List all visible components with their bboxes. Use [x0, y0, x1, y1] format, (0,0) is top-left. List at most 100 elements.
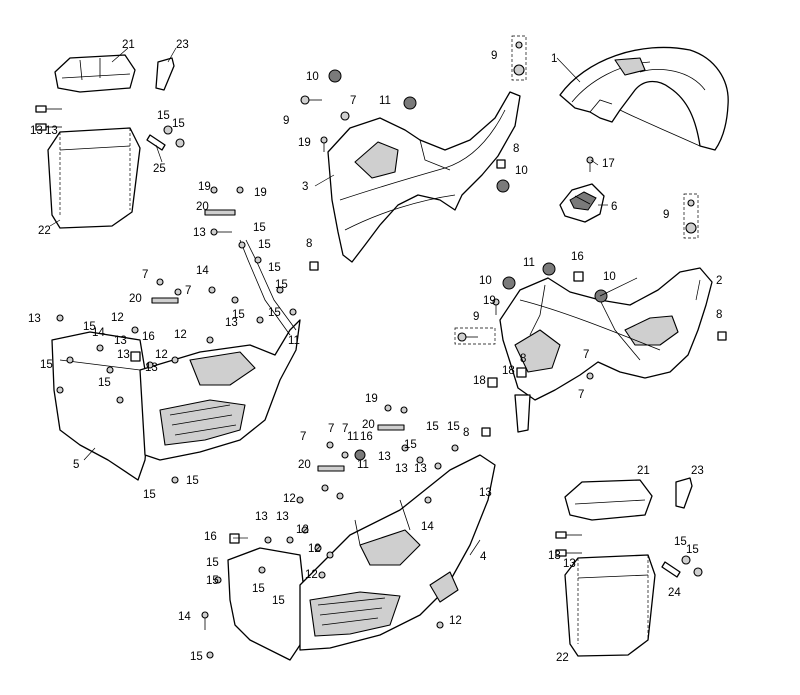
callout-16: 16 [142, 331, 155, 343]
callout-12: 12 [305, 569, 318, 581]
callout-15: 15 [206, 557, 219, 569]
callout-13: 13 [479, 487, 492, 499]
callout-7: 7 [300, 431, 306, 443]
callout-15: 15 [253, 222, 266, 234]
callout-19: 19 [254, 187, 267, 199]
callout-10: 10 [479, 275, 492, 287]
callout-11: 11 [288, 335, 300, 347]
callout-23: 23 [691, 465, 704, 477]
callout-12: 12 [155, 349, 168, 361]
callout-6: 6 [611, 201, 617, 213]
callout-21: 21 [122, 39, 135, 51]
right-footboard-part-4 [227, 454, 496, 661]
callout-9: 9 [663, 209, 669, 221]
callout-15: 15 [674, 536, 687, 548]
callout-14: 14 [196, 265, 209, 277]
callout-13: 13 [378, 451, 391, 463]
callout-15: 15 [686, 544, 699, 556]
callout-19: 19 [365, 393, 378, 405]
callout-4: 4 [480, 551, 487, 563]
callout-11: 11 [523, 257, 535, 269]
storage-box-bottom-right [564, 477, 693, 657]
callout-11: 11 [379, 95, 391, 107]
fasteners [35, 35, 727, 659]
callout-8: 8 [463, 427, 469, 439]
callout-labels: 1 2 3 4 5 6 7 7 7 7 7 7 7 7 8 8 8 8 8 9 … [28, 39, 722, 664]
callout-15: 15 [157, 110, 170, 122]
storage-box-top-left [47, 54, 175, 229]
callout-10: 10 [603, 271, 616, 283]
callout-13: 13 [276, 511, 289, 523]
callout-13: 13 [114, 335, 127, 347]
callout-15: 15 [258, 239, 271, 251]
callout-13: 13 [255, 511, 268, 523]
callout-16: 16 [360, 431, 373, 443]
callout-20: 20 [362, 419, 375, 431]
callout-9: 9 [283, 115, 289, 127]
callout-19: 19 [298, 137, 311, 149]
callout-18: 18 [473, 375, 486, 387]
callout-17: 17 [602, 158, 615, 170]
callout-13: 13 [45, 125, 58, 137]
callout-23: 23 [176, 39, 189, 51]
callout-15: 15 [272, 595, 285, 607]
callout-19: 19 [483, 295, 496, 307]
callout-15: 15 [83, 321, 96, 333]
callout-20: 20 [298, 459, 311, 471]
front-fender-part-3 [327, 91, 521, 263]
callout-13: 13 [414, 463, 427, 475]
callout-15: 15 [268, 262, 281, 274]
callout-15: 15 [426, 421, 439, 433]
callout-14: 14 [421, 521, 434, 533]
callout-10: 10 [306, 71, 319, 83]
callout-3: 3 [302, 181, 308, 193]
callout-8: 8 [716, 309, 722, 321]
callout-16: 16 [204, 531, 217, 543]
callout-15: 15 [404, 439, 417, 451]
callout-13: 13 [563, 558, 576, 570]
cap-part-6 [559, 183, 605, 223]
callout-8: 8 [520, 353, 526, 365]
callout-15: 15 [232, 309, 245, 321]
callout-25: 25 [153, 163, 166, 175]
callout-15: 15 [172, 118, 185, 130]
callout-15: 15 [206, 575, 219, 587]
callout-7: 7 [328, 423, 334, 435]
callout-14: 14 [178, 611, 191, 623]
callout-12: 12 [283, 493, 296, 505]
callout-15: 15 [143, 489, 156, 501]
callout-15: 15 [98, 377, 111, 389]
callout-11: 11 [357, 459, 369, 471]
callout-13: 13 [30, 125, 43, 137]
callout-18: 18 [502, 365, 515, 377]
callout-7: 7 [185, 285, 191, 297]
callout-13: 13 [548, 550, 561, 562]
callout-21: 21 [637, 465, 650, 477]
callout-13: 13 [28, 313, 41, 325]
callout-20: 20 [129, 293, 142, 305]
callout-12: 12 [174, 329, 187, 341]
callout-15: 15 [190, 651, 203, 663]
callout-15: 15 [40, 359, 53, 371]
callout-1: 1 [551, 53, 557, 65]
callout-8: 8 [306, 238, 312, 250]
callout-20: 20 [196, 201, 209, 213]
callout-24: 24 [668, 587, 681, 599]
callout-9: 9 [491, 50, 497, 62]
callout-7: 7 [583, 349, 589, 361]
callout-19: 19 [198, 181, 211, 193]
callout-12: 12 [308, 543, 321, 555]
callout-2: 2 [716, 275, 722, 287]
callout-7: 7 [578, 389, 584, 401]
callout-15: 15 [252, 583, 265, 595]
callout-15: 15 [275, 279, 288, 291]
leader-lines [49, 47, 701, 556]
callout-12: 12 [296, 524, 309, 536]
callout-8: 8 [513, 143, 519, 155]
callout-12: 12 [111, 312, 124, 324]
callout-15: 15 [268, 307, 281, 319]
front-hood-part-1 [559, 46, 729, 151]
callout-5: 5 [73, 459, 79, 471]
callout-13: 13 [193, 227, 206, 239]
callout-15: 15 [186, 475, 199, 487]
